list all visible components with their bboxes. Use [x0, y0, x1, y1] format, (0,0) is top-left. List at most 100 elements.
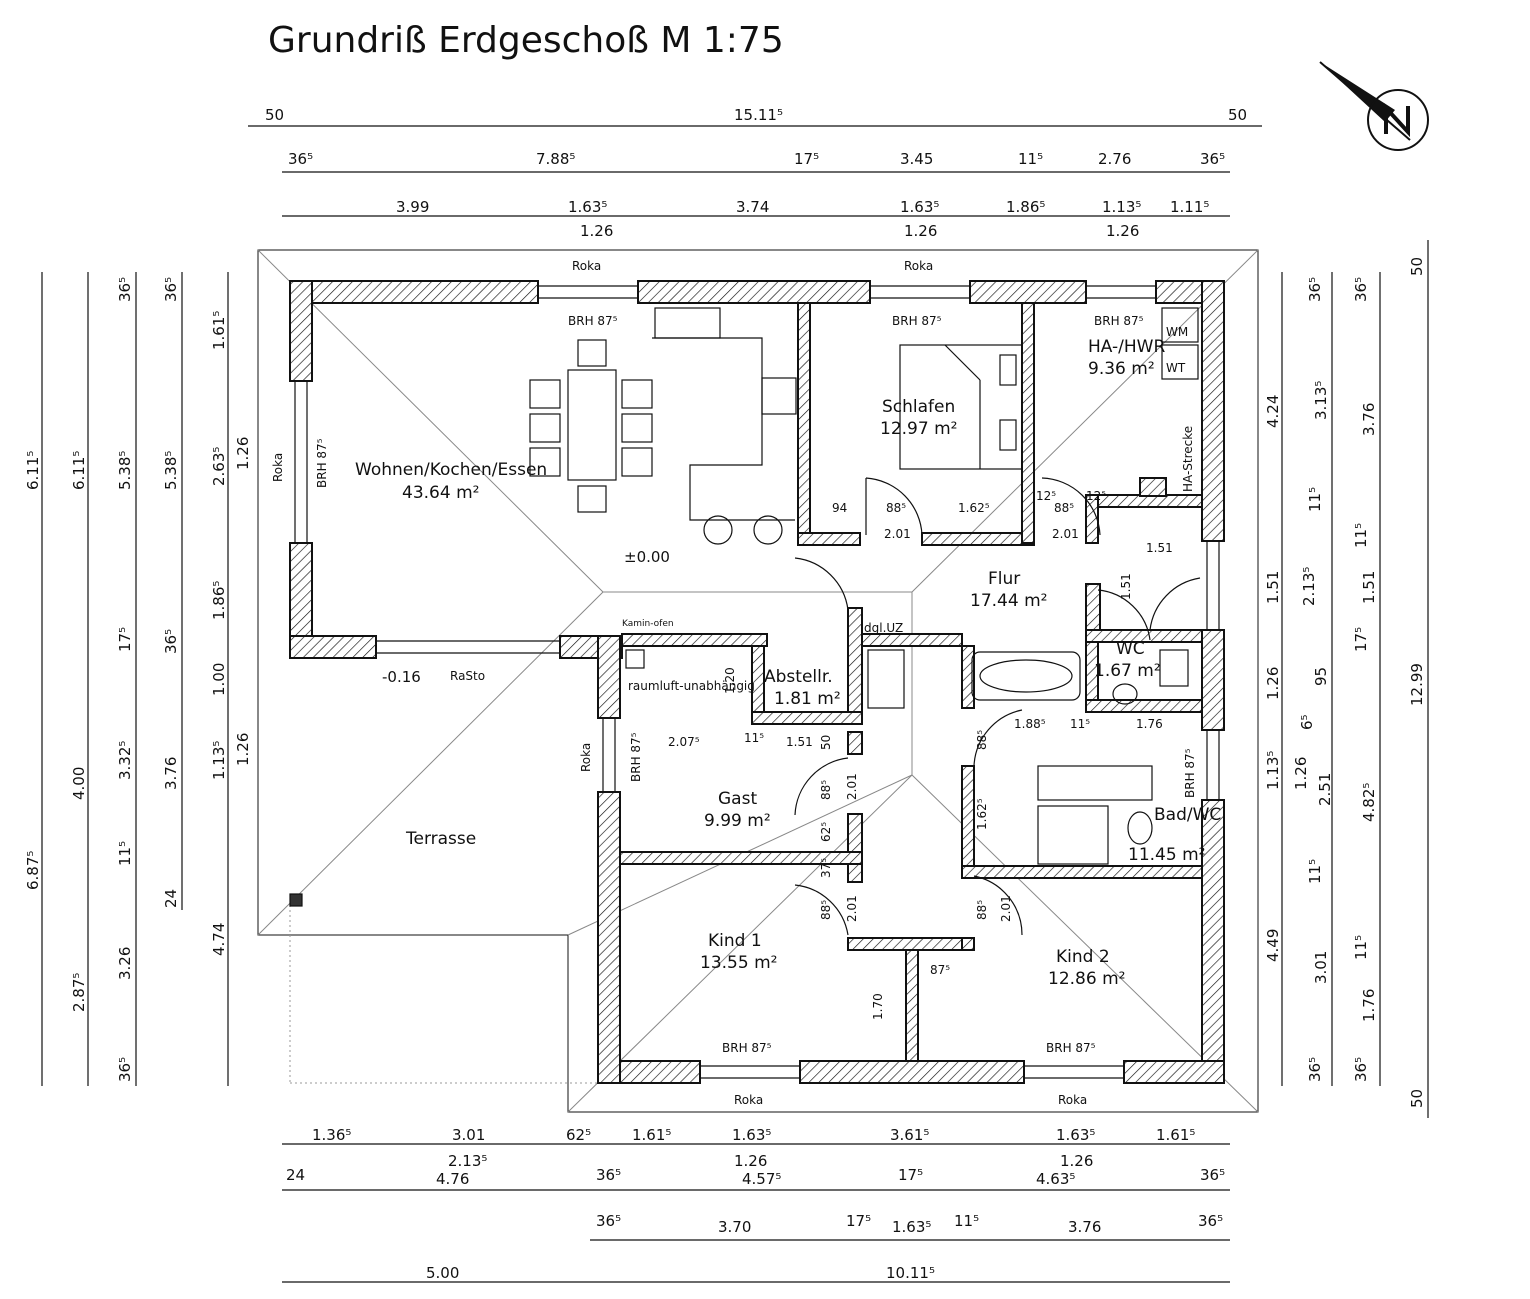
room-schlafen-name: Schlafen	[882, 397, 955, 417]
dim-text: 3.13⁵	[1312, 381, 1330, 420]
dim-text: 24	[162, 889, 180, 908]
dim-text: 36⁵	[1352, 277, 1370, 302]
dim-text: 11⁵	[1070, 717, 1090, 731]
dim-text: 2.51	[1316, 773, 1334, 806]
dim-text: 36⁵	[162, 277, 180, 302]
dim-text: 36⁵	[162, 629, 180, 654]
brh-label: BRH 87⁵	[1046, 1041, 1096, 1055]
doors	[794, 477, 1201, 936]
dim-text: 11⁵	[1306, 859, 1324, 884]
dim-text: 1.63⁵	[1056, 1126, 1095, 1144]
dim-text: 2.63⁵	[210, 447, 228, 486]
brh-label: BRH 87⁵	[315, 438, 329, 488]
dim-text: 1.26	[234, 733, 252, 766]
level-main: ±0.00	[624, 548, 670, 566]
dim-text: 1.61⁵	[632, 1126, 671, 1144]
dim-text: 50	[819, 735, 833, 750]
dim-text: 36⁵	[116, 277, 134, 302]
dim-text: 12⁵	[1036, 489, 1056, 503]
room-hwr-area: 9.36 m²	[1088, 359, 1155, 379]
dim-text: 3.76	[162, 757, 180, 790]
brh-label: BRH 87⁵	[892, 314, 942, 328]
dim-text: 17⁵	[846, 1212, 871, 1230]
dim-text: 17⁵	[794, 150, 819, 168]
plan-title: Grundriß Erdgeschoß M 1:75	[268, 20, 784, 61]
dim-text: 12.99	[1408, 663, 1426, 706]
dim-text: 88⁵	[975, 900, 989, 920]
dim-text: 1.26	[580, 222, 613, 240]
dim-text: 1.63⁵	[568, 198, 607, 216]
dim-text: 1.26	[1292, 757, 1310, 790]
room-bad-area: 11.45 m²	[1128, 845, 1205, 865]
room-kind1-name: Kind 1	[708, 931, 762, 951]
dim-text: 36⁵	[596, 1212, 621, 1230]
dim-text: 3.01	[452, 1126, 485, 1144]
dim-text: 88⁵	[1054, 501, 1074, 515]
furniture	[289, 307, 1199, 907]
dim-text: 1.63⁵	[892, 1218, 931, 1236]
brh-label: BRH 87⁵	[568, 314, 618, 328]
dimension-texts: 50 15.11⁵ 50 36⁵ 7.88⁵ 17⁵ 3.45 11⁵ 2.76…	[24, 106, 1426, 1282]
dim-text: 88⁵	[975, 730, 989, 750]
dim-text: 4.49	[1264, 929, 1282, 962]
brh-label: BRH 87⁵	[629, 732, 643, 782]
dim-text: 4.00	[70, 767, 88, 800]
dim-text: 11⁵	[1018, 150, 1043, 168]
dim-text: 37⁵	[819, 858, 833, 878]
dim-text: 62⁵	[819, 822, 833, 842]
dim-text: 2.07⁵	[668, 735, 700, 749]
room-gast-name: Gast	[718, 789, 757, 809]
dim-text: 1.26	[904, 222, 937, 240]
dim-text: 1.51	[1264, 571, 1282, 604]
dim-text: 2.13⁵	[1300, 567, 1318, 606]
dim-text: 2.76	[1098, 150, 1131, 168]
dim-text: 12⁵	[1086, 489, 1106, 503]
windows	[294, 285, 1220, 1079]
dim-text: 24	[286, 1166, 305, 1184]
brh-label: BRH 87⁵	[1183, 748, 1197, 798]
dim-text: 36⁵	[1200, 1166, 1225, 1184]
ha-strecke-label: HA-Strecke	[1181, 426, 1195, 492]
dim-text: 3.70	[718, 1218, 751, 1236]
dim-text: 11⁵	[1306, 487, 1324, 512]
dim-text: 4.63⁵	[1036, 1170, 1075, 1188]
dim-text: 3.99	[396, 198, 429, 216]
room-kind1-area: 13.55 m²	[700, 953, 777, 973]
dim-text: 62⁵	[566, 1126, 591, 1144]
roka-label: Roka	[579, 743, 593, 772]
wm-label: WM	[1166, 325, 1188, 339]
room-hwr-name: HA-/HWR	[1088, 337, 1165, 357]
dim-text: 6⁵	[1298, 714, 1316, 730]
dim-text: 36⁵	[1306, 1057, 1324, 1082]
roka-label: Roka	[904, 259, 933, 273]
dim-text: 11⁵	[1352, 523, 1370, 548]
dim-text: 1.51	[1119, 573, 1133, 600]
room-wohnen-name: Wohnen/Kochen/Essen	[355, 460, 547, 480]
dim-text: 1.51	[1360, 571, 1378, 604]
dim-text: 50	[1408, 1089, 1426, 1108]
dim-text: 3.32⁵	[116, 741, 134, 780]
dim-text: 1.61⁵	[1156, 1126, 1195, 1144]
dim-text: 1.62⁵	[958, 501, 990, 515]
dim-text: 87⁵	[930, 963, 950, 977]
dim-text: 1.86⁵	[1006, 198, 1045, 216]
dim-text: 1.13⁵	[1264, 751, 1282, 790]
dim-text: 4.76	[436, 1170, 469, 1188]
dim-text: 5.38⁵	[116, 451, 134, 490]
brh-label: BRH 87⁵	[722, 1041, 772, 1055]
roka-label: Roka	[1058, 1093, 1087, 1107]
dim-text: 2.01	[845, 895, 859, 922]
dim-text: 36⁵	[288, 150, 313, 168]
dim-text: 1.51	[786, 735, 813, 749]
dim-text: 1.86⁵	[210, 581, 228, 620]
dim-text: 1.26	[234, 437, 252, 470]
dim-text: 50	[1408, 257, 1426, 276]
room-flur-name: Flur	[988, 569, 1020, 589]
raumluft-label: raumluft-unabhängig	[628, 679, 755, 693]
kamin-label: Kamin-ofen	[622, 619, 674, 629]
dim-text: 4.74	[210, 923, 228, 956]
dim-text: 15.11⁵	[734, 106, 783, 124]
roka-label: Roka	[734, 1093, 763, 1107]
dim-text: 4.24	[1264, 395, 1282, 428]
